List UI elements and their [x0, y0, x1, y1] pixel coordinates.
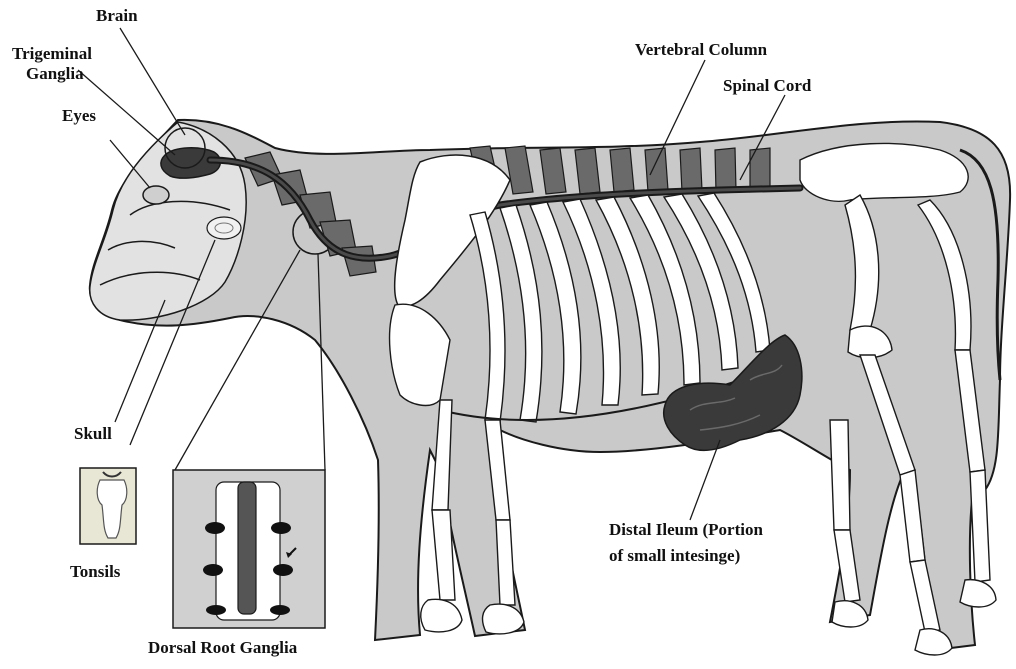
- label-distal-ileum-line1: Distal Ileum (Portion: [609, 520, 763, 540]
- label-eyes: Eyes: [62, 106, 96, 126]
- label-distal-ileum-line2: of small intesinge): [609, 546, 740, 566]
- label-spinal-cord: Spinal Cord: [723, 76, 811, 96]
- label-trigeminal-ganglia-line1: Trigeminal: [12, 44, 92, 64]
- label-vertebral-column: Vertebral Column: [635, 40, 767, 60]
- label-tonsils: Tonsils: [70, 562, 120, 582]
- label-skull: Skull: [74, 424, 112, 444]
- label-brain: Brain: [96, 6, 138, 26]
- label-dorsal-root-ganglia: Dorsal Root Ganglia: [148, 638, 297, 658]
- label-trigeminal-ganglia-line2: Ganglia: [26, 64, 84, 84]
- tonsil-shape: [207, 217, 241, 239]
- eye-shape: [143, 186, 169, 204]
